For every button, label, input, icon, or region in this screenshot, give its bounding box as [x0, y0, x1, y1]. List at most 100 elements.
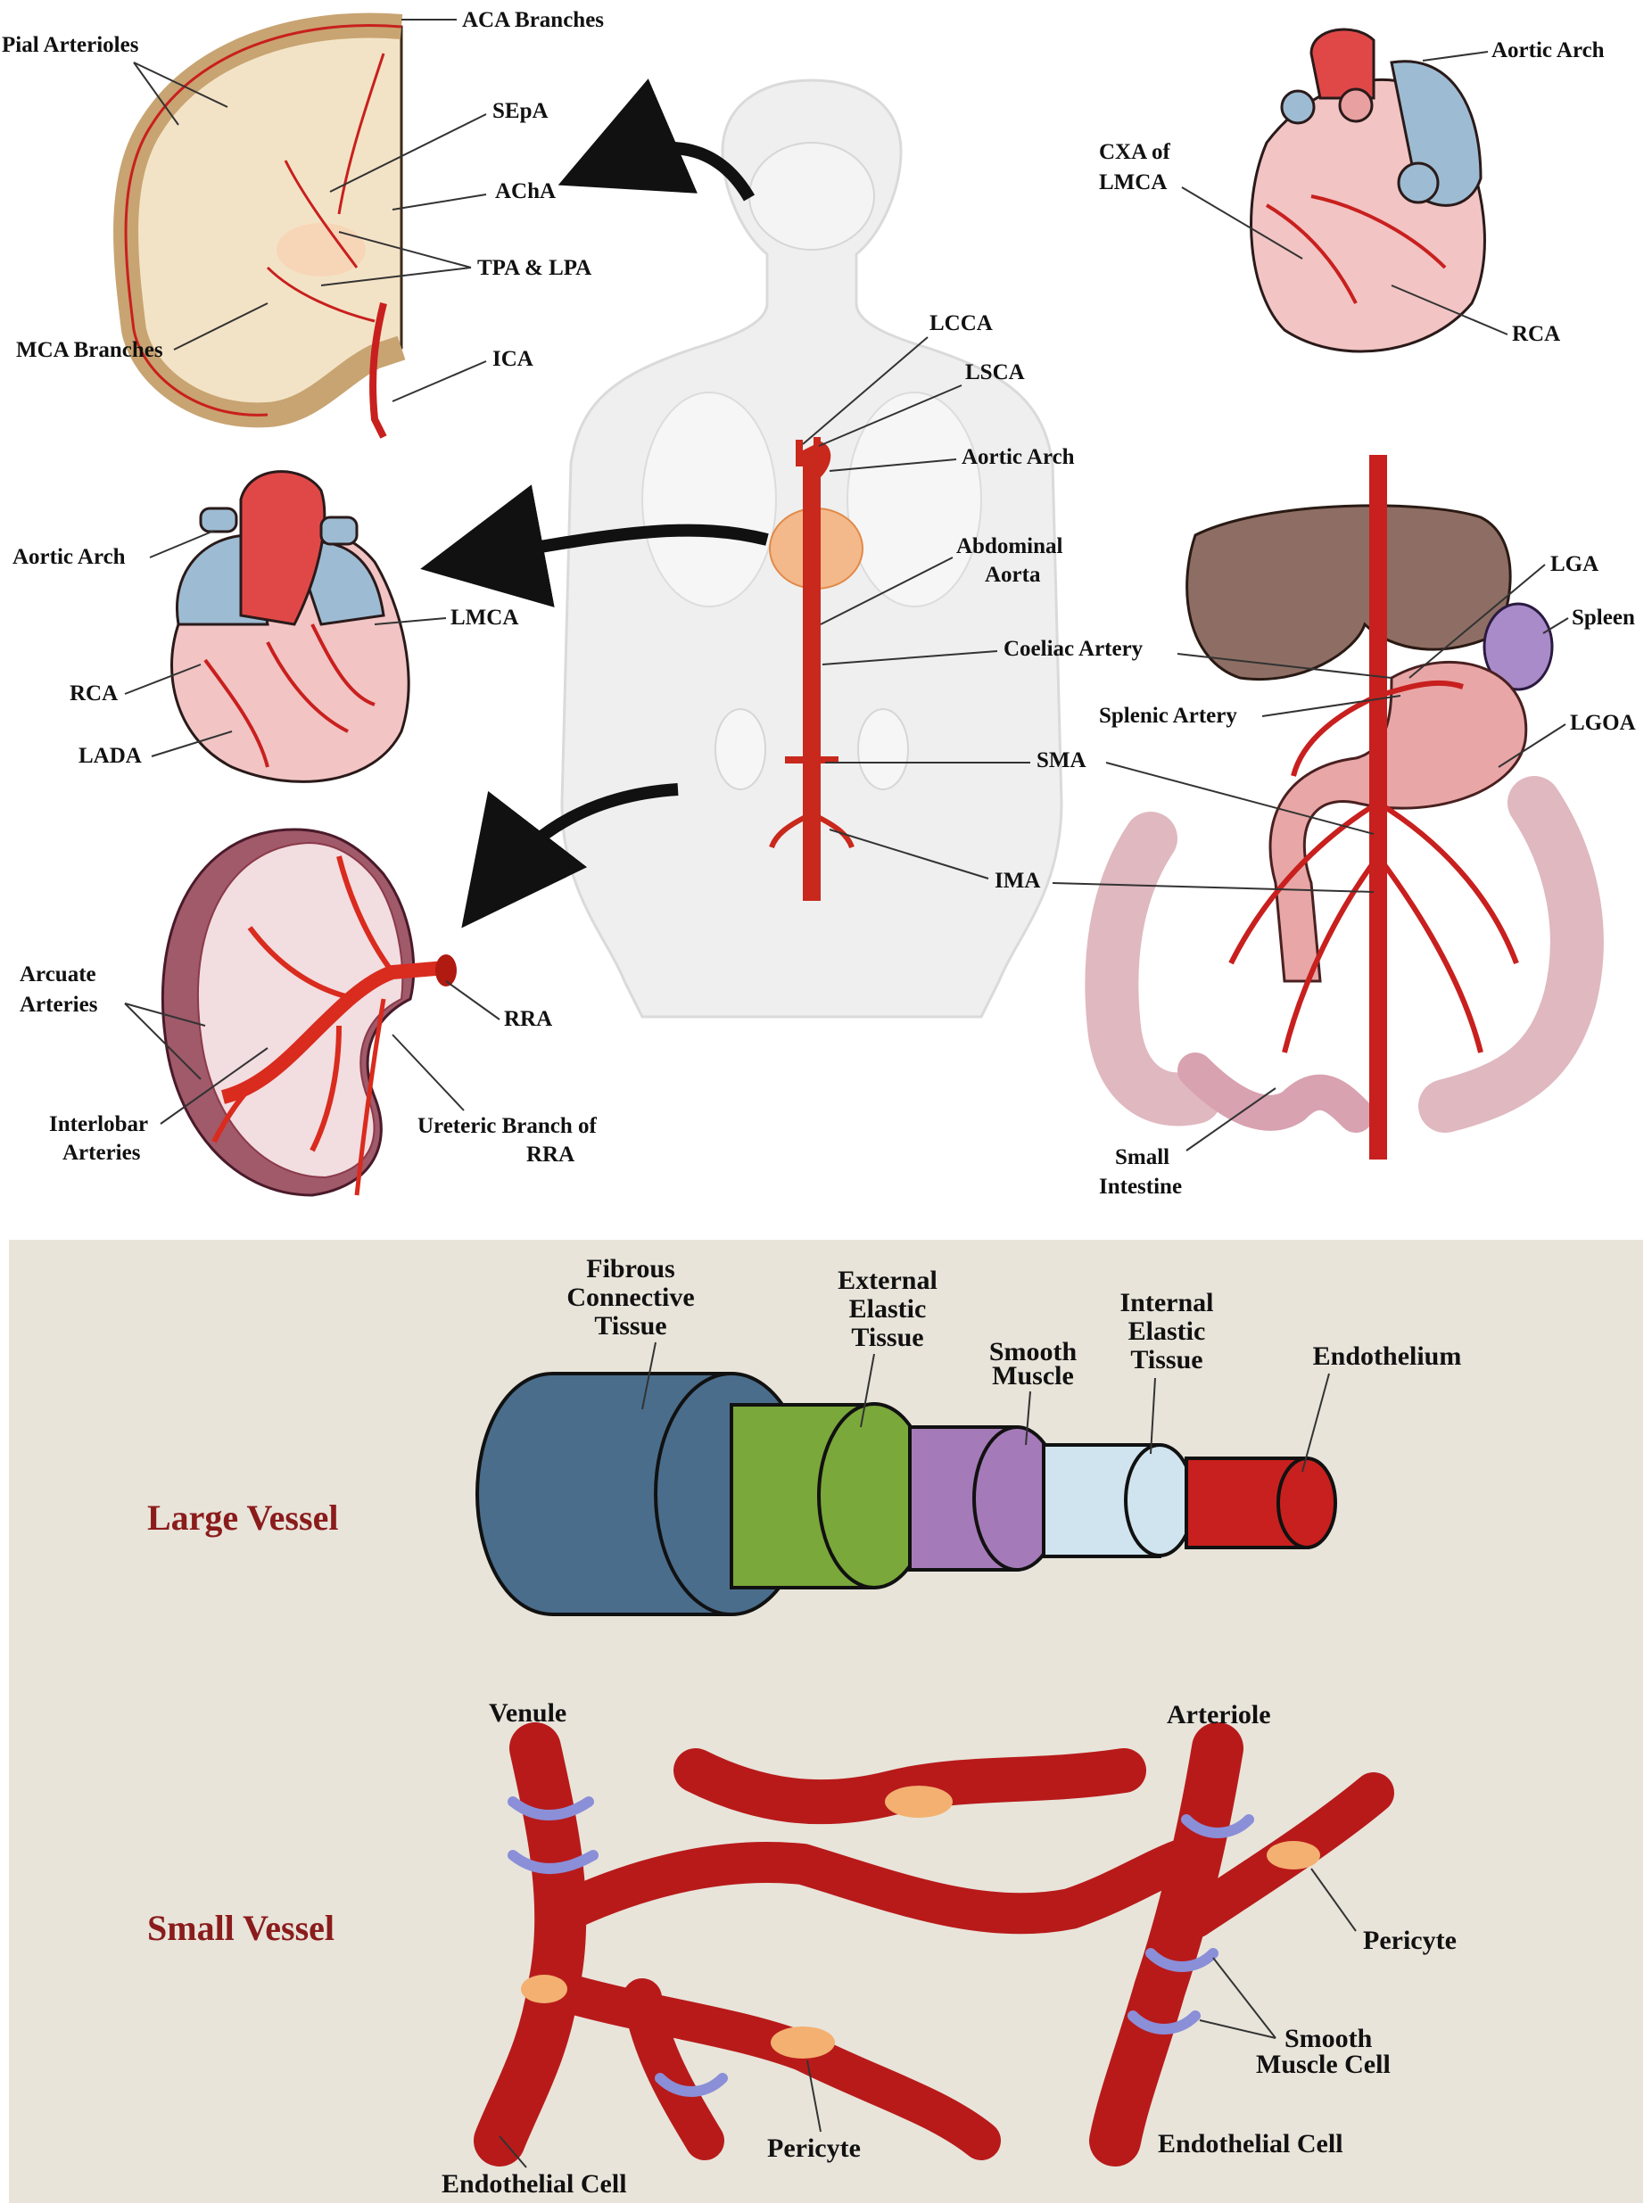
ica-vessel [369, 302, 387, 439]
layer-endothelium-end [1276, 1457, 1337, 1549]
label-sepa: SEpA [492, 99, 549, 123]
label-small: Small [1115, 1145, 1169, 1169]
lead-tpa [338, 231, 472, 268]
arrow-to-heart [420, 484, 769, 607]
lung-right [847, 392, 982, 607]
kidney-branches [211, 855, 395, 1152]
layer-internal-elastic-end [1124, 1443, 1195, 1557]
label-lgoa: LGOA [1570, 711, 1636, 735]
middle-capillary [543, 1835, 1202, 1936]
label-ureteric: Ureteric Branch of [417, 1114, 598, 1138]
label-fibrous: Fibrous [586, 1254, 674, 1283]
lead-interlobar [160, 1047, 268, 1125]
spleen [1483, 602, 1554, 691]
aorta [803, 442, 831, 901]
label-lmca: LMCA [450, 606, 518, 630]
label-pial-arterioles: Pial Arterioles [2, 33, 139, 57]
lead-arcuate-1 [124, 1003, 206, 1027]
large-vessel-diagram [475, 1372, 1337, 1616]
pericyte-bottom [771, 2026, 835, 2059]
label-rca-right: RCA [1512, 322, 1560, 346]
lead-fibrous [641, 1341, 657, 1410]
colon-right [1418, 776, 1604, 1133]
lead-lada [151, 730, 233, 757]
lead-abdominal-aorta [820, 557, 954, 625]
label-internal-elastic: Elastic [1128, 1316, 1206, 1346]
lead-lcca [802, 336, 929, 445]
lead-coeliac-gut [1177, 653, 1392, 679]
label-muscle-cell: Muscle Cell [1256, 2050, 1391, 2079]
label-tpa-lpa: TPA & LPA [477, 256, 591, 280]
lead-pericyte-bottom [806, 2059, 822, 2133]
lead-arcuate-2 [124, 1003, 202, 1080]
heart-right-vessel-1 [1280, 89, 1316, 125]
label-venule: Venule [489, 1698, 566, 1728]
label-splenic-artery: Splenic Artery [1099, 704, 1237, 728]
heart-right-aorta [1309, 28, 1375, 100]
smooth-muscle-ring-6 [1127, 2010, 1201, 2035]
label-lcca: LCCA [929, 311, 993, 335]
pericyte-left [521, 1975, 567, 2003]
label-mca-branches: MCA Branches [16, 338, 163, 362]
heart-right-arteries [1265, 194, 1447, 304]
label-lsca: LSCA [965, 360, 1025, 384]
label-acha: AChA [495, 179, 556, 203]
lead-mca [173, 302, 268, 351]
lead-endothelium [1301, 1373, 1330, 1473]
lead-smooth-sv-2 [1199, 2019, 1276, 2039]
lead-aortic-arch-left [149, 530, 215, 558]
label-coeliac-artery: Coeliac Artery [1004, 637, 1144, 661]
label-small-vessel: Small Vessel [147, 1908, 335, 1948]
renal-branches [785, 756, 838, 763]
smooth-muscle-ring-2 [508, 1850, 599, 1874]
lsca-vessel [814, 437, 821, 464]
heart-left-aorta [239, 470, 326, 626]
lead-acha [392, 194, 487, 210]
label-endothelium: Endothelium [1313, 1341, 1462, 1371]
lcca-vessel [796, 440, 803, 466]
arrow-to-kidney [461, 783, 679, 929]
kidney [161, 828, 457, 1197]
lead-pericyte-right [1310, 1868, 1357, 1932]
label-arcuate: Arcuate [20, 962, 96, 986]
label-interlobar-arteries: Arteries [62, 1141, 141, 1165]
lead-cxa [1181, 186, 1303, 260]
label-external: External [838, 1266, 938, 1295]
smooth-muscle-ring-5 [1145, 1948, 1218, 1972]
label-cxa-of: CXA of [1099, 140, 1171, 164]
label-internal-tissue: Tissue [1130, 1345, 1202, 1374]
lead-lpa [320, 267, 472, 286]
label-muscle-lv: Muscle [992, 1361, 1074, 1391]
lead-ureteric [392, 1034, 465, 1111]
brain-outline [748, 142, 875, 251]
lung-left [641, 392, 777, 607]
smooth-muscle-ring-4 [1181, 1814, 1254, 1838]
lead-sepa [329, 113, 487, 193]
lead-small-intestine [1185, 1087, 1276, 1151]
lead-internal [1150, 1377, 1156, 1455]
label-ica: ICA [492, 347, 533, 371]
small-vessel-diagram [474, 1722, 1394, 2167]
label-external-elastic: Elastic [849, 1294, 927, 1324]
ureteric-vessel [354, 998, 386, 1196]
label-aortic-arch-torso: Aortic Arch [962, 445, 1075, 469]
label-external-tissue: Tissue [851, 1323, 923, 1352]
heart-left-arteries [203, 623, 376, 768]
lead-rca-left [124, 664, 202, 695]
label-endothelial-right: Endothelial Cell [1158, 2129, 1343, 2158]
basal-ganglia [277, 223, 366, 276]
label-pericyte-bottom: Pericyte [767, 2134, 861, 2163]
pericyte-top [885, 1786, 953, 1818]
liver [1185, 504, 1512, 681]
lead-ima-torso [829, 829, 989, 879]
label-abdominal: Abdominal [956, 534, 1063, 558]
heart-right-vessel-2 [1338, 87, 1374, 123]
lead-smooth-sv-1 [1212, 1957, 1276, 2039]
label-large-vessel: Large Vessel [147, 1498, 338, 1538]
label-endothelial-left: Endothelial Cell [442, 2169, 627, 2199]
label-interlobar: Interlobar [49, 1112, 148, 1136]
label-cxa-lmca: LMCA [1099, 170, 1167, 194]
label-smooth-sv: Smooth [1284, 2024, 1373, 2053]
lead-rra [445, 980, 500, 1020]
